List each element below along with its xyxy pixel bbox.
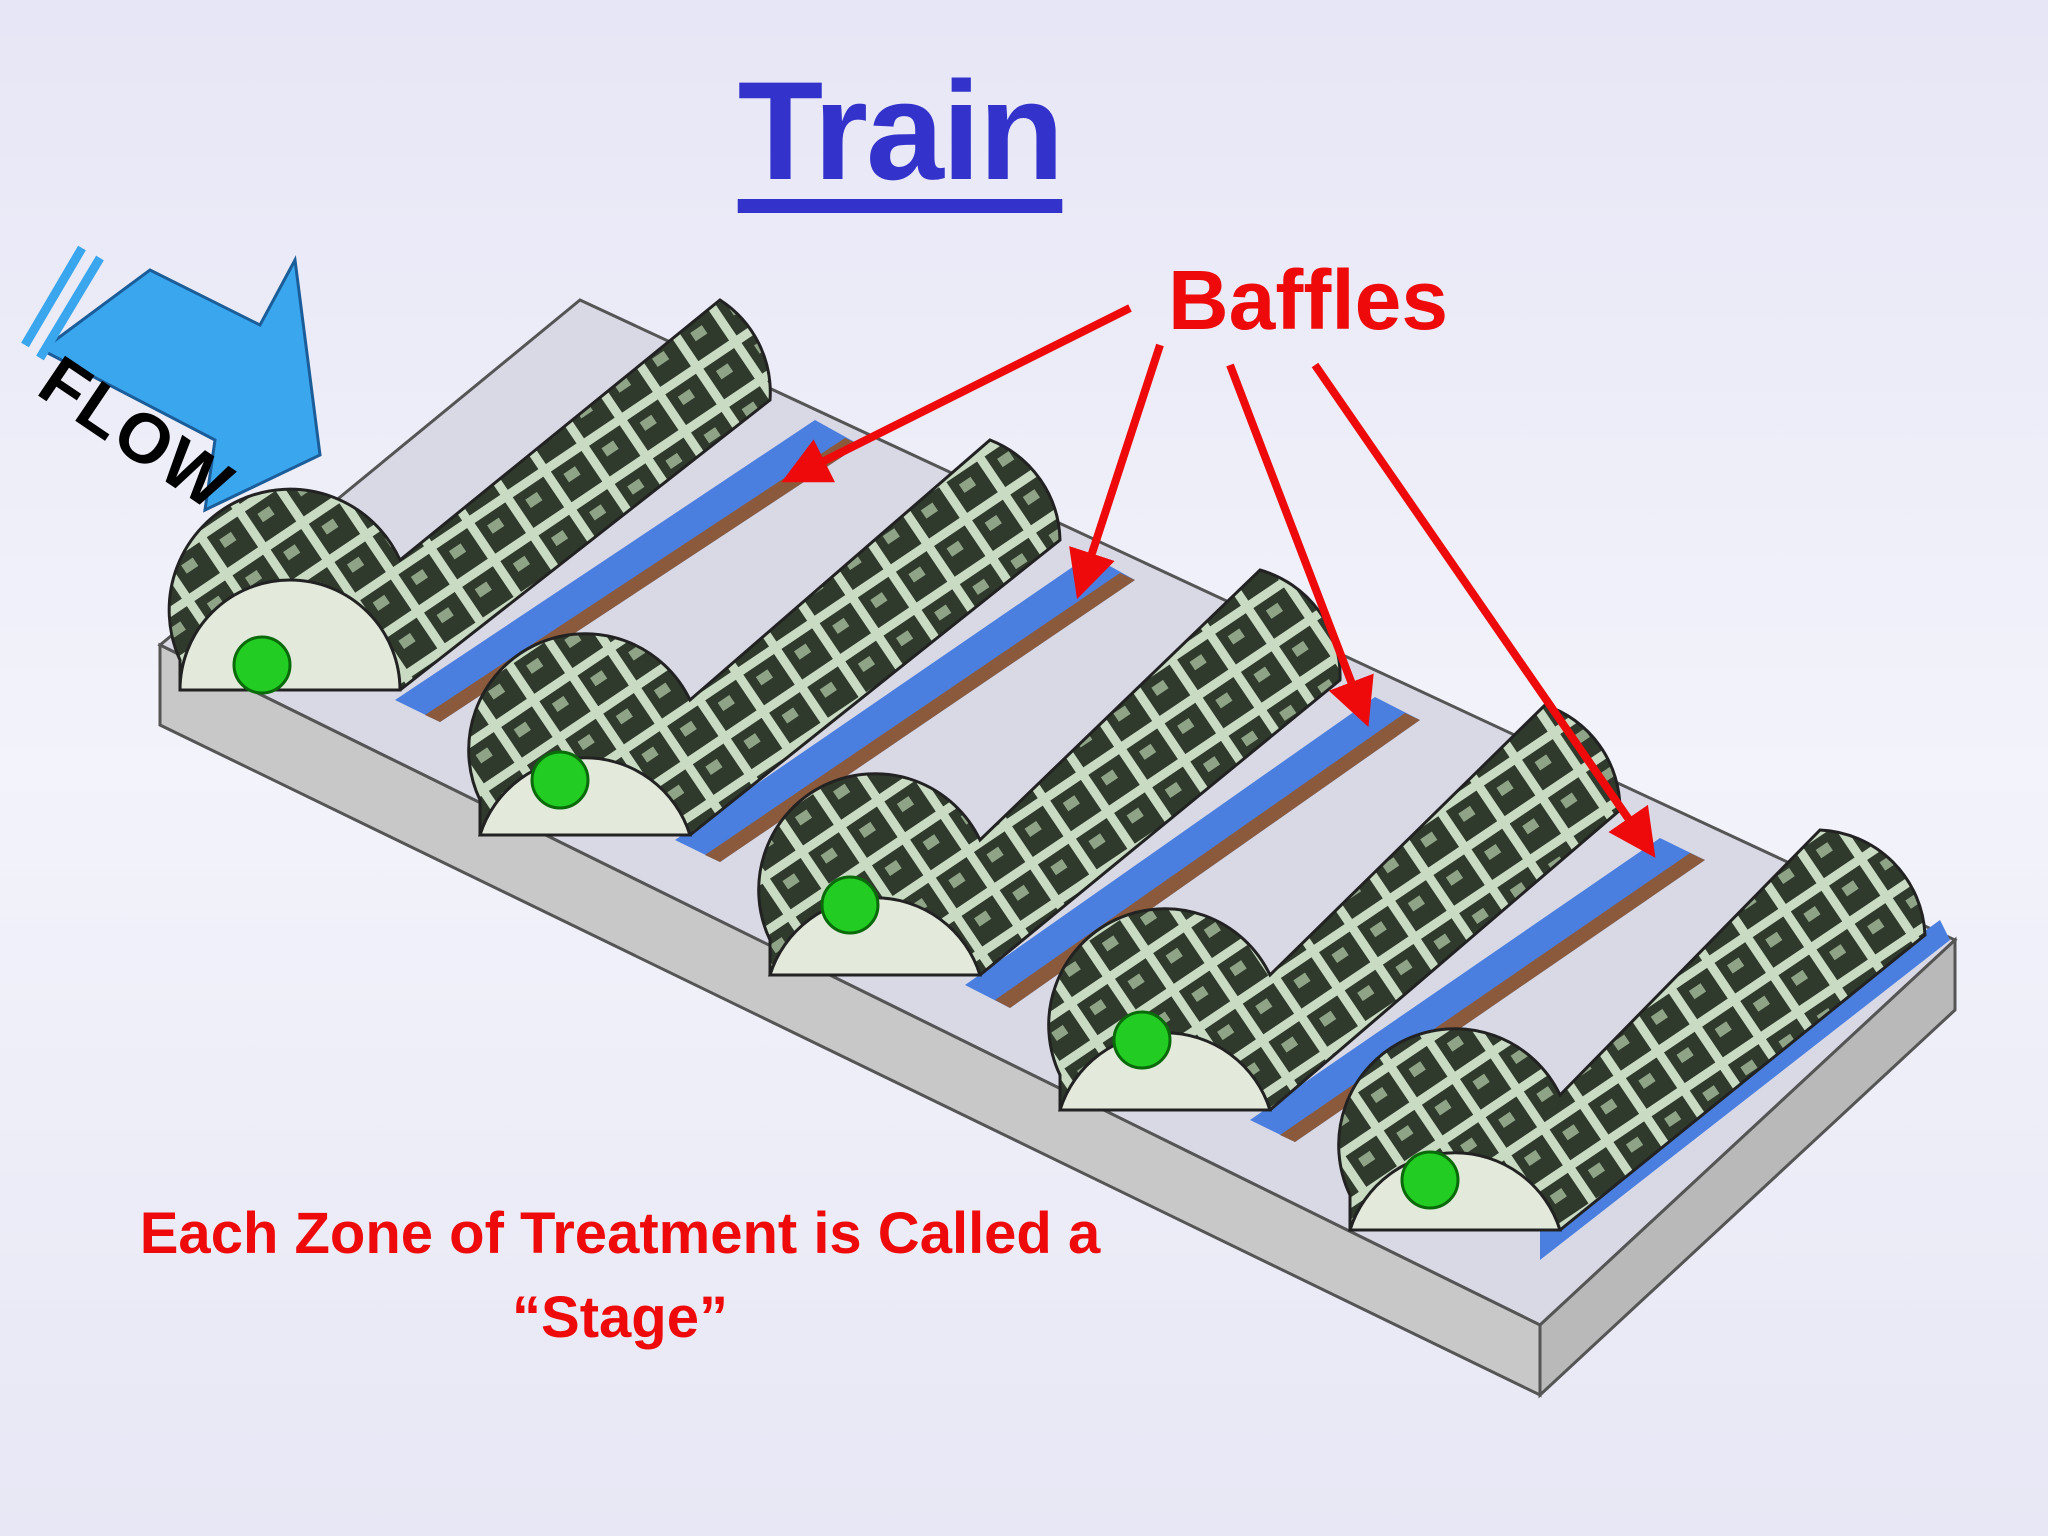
disc-hub: [1400, 1150, 1460, 1210]
callout-arrow-2: [1069, 343, 1164, 600]
callout-arrow-1: [781, 304, 1132, 483]
slide-title: Train: [737, 52, 1065, 209]
stage-3: [757, 568, 1342, 977]
disc-hub: [232, 635, 292, 695]
disc-hub: [530, 750, 590, 810]
stage-4: [1047, 703, 1622, 1112]
caption-line-1: Each Zone of Treatment is Called a: [139, 1201, 1101, 1266]
flow-arrow: [21, 245, 322, 513]
disc-hub: [1112, 1010, 1172, 1070]
baffles-label: Baffles: [1168, 253, 1449, 347]
callout-arrow-4: [1311, 362, 1656, 858]
baffle-callout-arrows: [781, 304, 1656, 858]
baffle-2: [705, 573, 1135, 862]
caption-line-2: “Stage”: [512, 1285, 728, 1350]
stage-1: [167, 298, 772, 695]
water-channels: [395, 420, 1950, 1260]
disc-hub: [820, 875, 880, 935]
stage-2: [467, 438, 1062, 837]
stage-caption: Each Zone of Treatment is Called a “Stag…: [40, 1192, 1200, 1360]
callout-arrow-3: [1226, 363, 1374, 727]
stage-5: [1337, 828, 1927, 1232]
